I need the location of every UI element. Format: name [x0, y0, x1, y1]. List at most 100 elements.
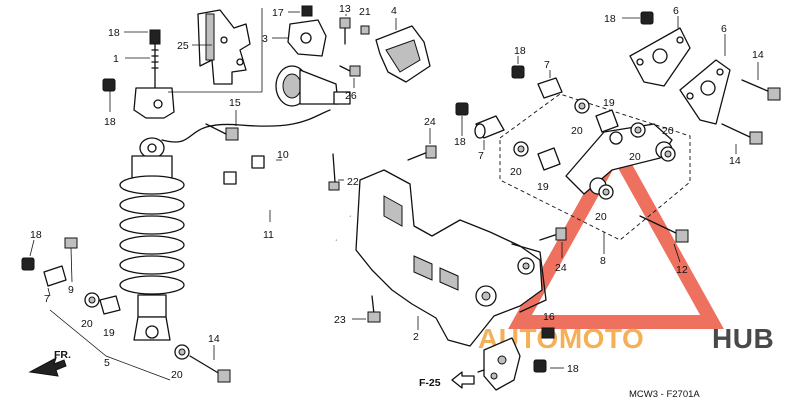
- bushing-19-a: [537, 147, 561, 171]
- bolt-14-right-upper: [741, 79, 781, 101]
- washer-18-upper: [511, 65, 525, 79]
- callout-17: 17: [272, 7, 284, 19]
- callout-19-a: 19: [537, 181, 549, 193]
- bolt-24-upper: [407, 145, 437, 161]
- link-plate-6-left: [629, 27, 691, 87]
- watermark-text-hub: HUB: [712, 323, 774, 354]
- callout-1: 1: [113, 53, 119, 65]
- callout-12: 12: [676, 264, 688, 276]
- callout-18-bottom: 18: [567, 363, 579, 375]
- bolt-11: [223, 171, 337, 242]
- bracket-16: [477, 337, 521, 391]
- nut-17: [301, 5, 313, 17]
- washer-18-center: [455, 102, 469, 116]
- rear-shock-absorber: [119, 29, 331, 341]
- callout-7-lower-left: 7: [44, 293, 50, 305]
- preload-adjuster-body: [275, 65, 351, 107]
- callout-6-right: 6: [721, 23, 727, 35]
- callout-14-right-upper: 14: [752, 49, 764, 61]
- bolt-14-lower-left: [189, 355, 231, 383]
- bolt-13: [339, 17, 351, 45]
- callout-20-e: 20: [595, 211, 607, 223]
- callout-7-center: 7: [478, 150, 484, 162]
- link-plate-6-right: [679, 59, 731, 125]
- bolt-22: [328, 153, 340, 191]
- bolt-12: [639, 215, 689, 243]
- callout-8: 8: [600, 255, 606, 267]
- shock-body-top: [131, 155, 173, 179]
- callout-18-upper: 18: [514, 45, 526, 57]
- bracket-25: [197, 9, 251, 85]
- bolt-10: [251, 155, 351, 218]
- callout-18-top: 18: [108, 27, 120, 39]
- callout-24-upper: 24: [424, 116, 436, 128]
- watermark-triangle: [508, 135, 724, 329]
- bolt-24-lower: [539, 227, 567, 241]
- callout-20-d: 20: [662, 125, 674, 137]
- callout-26: 26: [345, 90, 357, 102]
- front-direction-arrow: FR.: [28, 349, 71, 377]
- watermark-logo: AUTOMOTO HUB: [478, 135, 774, 354]
- callout-20-b: 20: [571, 125, 583, 137]
- callout-22: 22: [347, 176, 359, 188]
- shock-top-nut: [149, 29, 161, 45]
- collar-7-upper: [537, 77, 563, 99]
- collar-7-lower-left: [43, 265, 67, 287]
- callout-10: 10: [277, 149, 289, 161]
- callout-6-left: 6: [673, 5, 679, 17]
- callout-13: 13: [339, 3, 351, 15]
- callout-20-lower-left: 20: [81, 318, 93, 330]
- washer-18-left: [102, 78, 116, 92]
- callout-23: 23: [334, 314, 346, 326]
- callout-24-lower: 24: [555, 262, 567, 274]
- front-marker-label: FR.: [54, 349, 71, 361]
- callout-3: 3: [262, 33, 268, 45]
- callout-18-lower-left: 18: [30, 229, 42, 241]
- callout-14-lower-left: 14: [208, 333, 220, 345]
- bolt-14-right-lower: [721, 123, 763, 145]
- collar-7-center: [474, 115, 505, 139]
- callout-9: 9: [68, 284, 74, 296]
- frame-reference-label: F-25: [419, 377, 441, 389]
- callout-14-right-lower: 14: [729, 155, 741, 167]
- bushing-19-lower: [99, 295, 121, 315]
- callout-21: 21: [359, 6, 371, 18]
- bolt-15: [205, 123, 239, 141]
- shock-spring: [119, 175, 185, 295]
- callout-11: 11: [263, 229, 274, 241]
- callout-16: 16: [543, 311, 555, 323]
- frame-reference-arrow: [451, 371, 475, 389]
- preload-adjuster-hose: [161, 109, 331, 143]
- callout-19-b: 19: [603, 97, 615, 109]
- bolt-23: [367, 295, 381, 323]
- shock-arm-bracket-2: [355, 169, 547, 347]
- nut-18-top-right: [640, 11, 654, 25]
- callout-18-left: 18: [104, 116, 116, 128]
- callout-18-top-right: 18: [604, 13, 616, 25]
- label-9: [64, 237, 78, 249]
- bolt-26: [339, 65, 361, 77]
- cover-4: [375, 25, 431, 83]
- callout-20-c: 20: [629, 151, 641, 163]
- bushing-19-b: [595, 109, 619, 133]
- callout-20-a: 20: [510, 166, 522, 178]
- callout-20-bottom: 20: [171, 369, 183, 381]
- callout-7-upper: 7: [544, 59, 550, 71]
- shock-lower-body: [137, 294, 167, 318]
- nut-18-lower-left: [21, 257, 35, 271]
- callout-15: 15: [229, 97, 241, 109]
- callout-19-lower: 19: [103, 327, 115, 339]
- adjuster-bracket-3: [287, 19, 327, 57]
- washer-21: [360, 25, 370, 35]
- washer-16: [541, 327, 555, 339]
- frame-reference: F-25: [419, 371, 475, 389]
- callout-2: 2: [413, 331, 419, 343]
- callout-25: 25: [177, 40, 189, 52]
- nut-18-bottom: [533, 359, 547, 373]
- diagram-code: MCW3 - F2701A: [629, 389, 700, 400]
- callout-18-center: 18: [454, 136, 466, 148]
- callout-4: 4: [391, 5, 397, 17]
- callout-5: 5: [104, 357, 110, 369]
